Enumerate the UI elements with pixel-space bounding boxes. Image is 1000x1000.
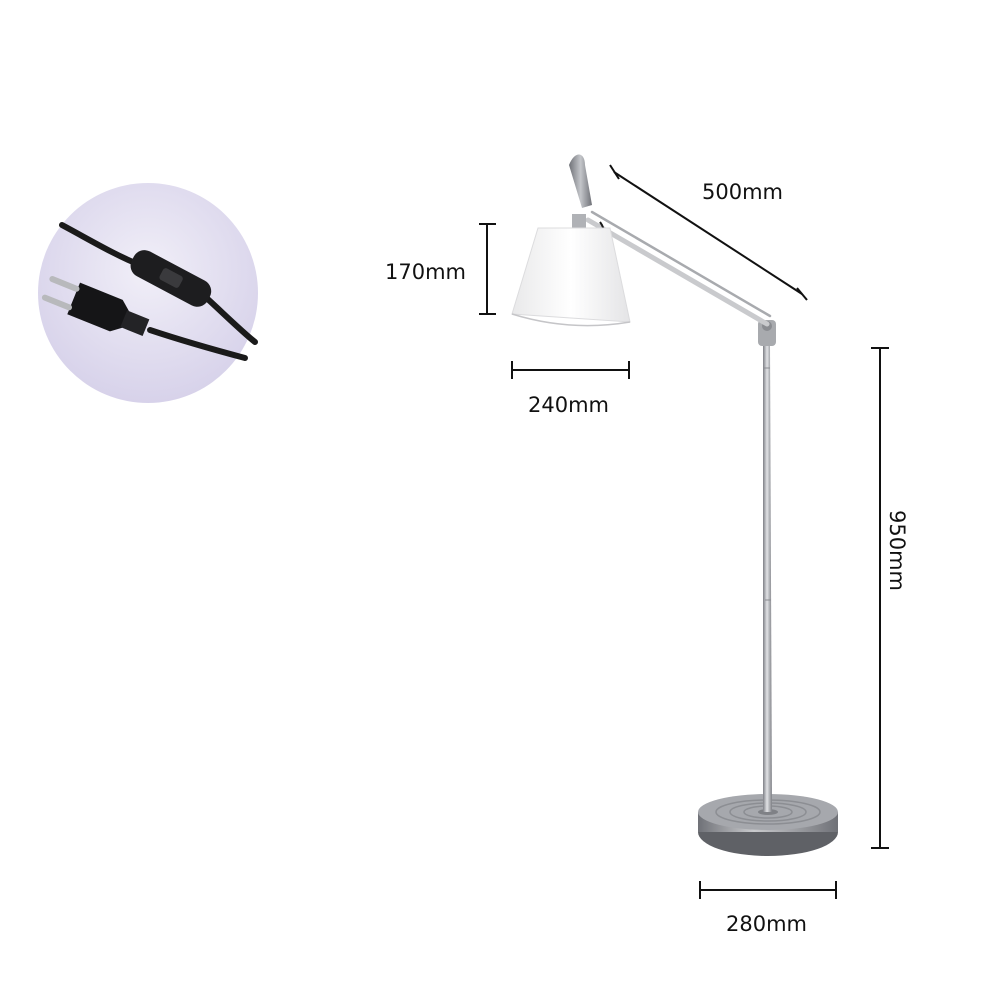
- base-diameter-label: 280mm: [726, 912, 807, 936]
- shade-diameter-label: 240mm: [528, 393, 609, 417]
- shade-height-label: 170mm: [385, 260, 466, 284]
- lamp-height-label: 950mm: [885, 510, 909, 591]
- dimension-line-lamp-height: [871, 347, 889, 849]
- arm-length-label: 500mm: [702, 180, 783, 204]
- plug-with-switch-icon: [38, 183, 258, 403]
- dimension-line-base-diameter: [699, 881, 837, 899]
- floor-lamp-icon: [511, 154, 838, 856]
- dimension-line-shade-height: [479, 223, 496, 315]
- dimension-line-arm: [609, 164, 808, 301]
- dimension-line-shade-diameter: [511, 361, 630, 379]
